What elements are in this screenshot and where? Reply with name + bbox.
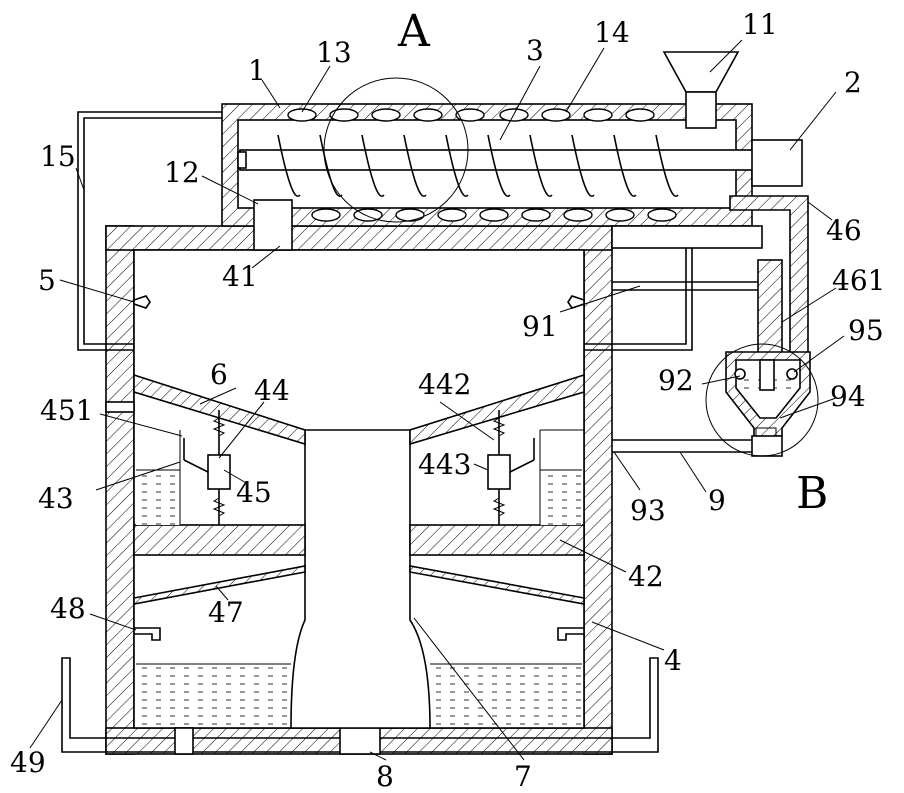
label-91: 91 — [522, 310, 558, 343]
label-44: 44 — [254, 374, 290, 407]
label-461: 461 — [832, 264, 885, 297]
label-49: 49 — [10, 746, 46, 779]
label-92: 92 — [658, 364, 694, 397]
label-9: 9 — [708, 484, 726, 517]
label-4: 4 — [664, 644, 682, 677]
partition-plate — [134, 525, 305, 555]
label-442: 442 — [418, 368, 471, 401]
label-11: 11 — [742, 8, 778, 41]
left-water-chamber — [136, 470, 180, 525]
label-47: 47 — [208, 596, 244, 629]
label-443: 443 — [418, 448, 471, 481]
drain-outlet — [175, 728, 193, 754]
discharge-chute — [254, 200, 292, 250]
label-2: 2 — [844, 66, 862, 99]
label-45: 45 — [236, 476, 272, 509]
detail-label-a: A — [397, 6, 431, 57]
label-43: 43 — [38, 482, 74, 515]
label-42: 42 — [628, 560, 664, 593]
motor — [752, 140, 802, 186]
label-94: 94 — [830, 380, 866, 413]
label-15: 15 — [40, 140, 76, 173]
bottom-water — [136, 664, 291, 726]
label-3: 3 — [526, 34, 544, 67]
label-46: 46 — [826, 214, 862, 247]
label-12: 12 — [164, 156, 200, 189]
central-column — [291, 430, 430, 728]
label-6: 6 — [210, 358, 228, 391]
label-95: 95 — [848, 314, 884, 347]
screw-conveyor — [222, 104, 755, 226]
label-8: 8 — [376, 760, 394, 793]
label-13: 13 — [316, 36, 352, 69]
label-48: 48 — [50, 592, 86, 625]
label-451: 451 — [40, 394, 93, 427]
detail-label-b: B — [796, 468, 828, 519]
label-1: 1 — [248, 54, 266, 87]
label-14: 14 — [594, 16, 630, 49]
label-5: 5 — [38, 264, 56, 297]
label-41: 41 — [222, 260, 258, 293]
label-93: 93 — [630, 494, 666, 527]
label-7: 7 — [514, 760, 532, 793]
